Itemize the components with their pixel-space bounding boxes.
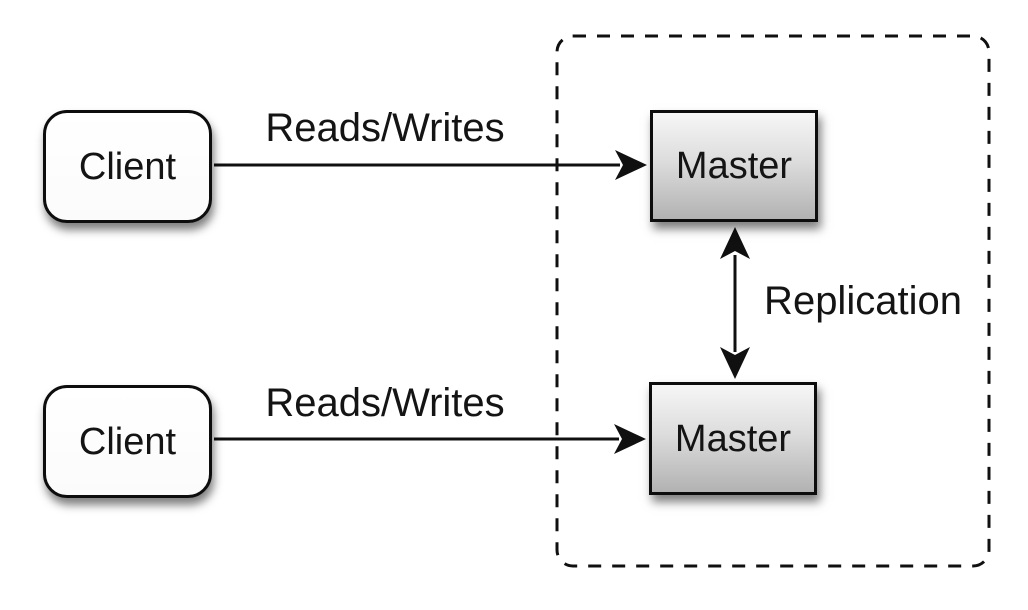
- node-client-bottom: Client: [43, 385, 212, 498]
- node-master-top-label: Master: [675, 145, 793, 187]
- arrowhead-up-icon: [720, 227, 750, 259]
- node-client-bottom-label: Client: [78, 420, 177, 463]
- arrowhead-right-icon: [614, 424, 646, 454]
- node-client-top: Client: [43, 110, 212, 223]
- arrowhead-right-icon: [615, 150, 647, 180]
- reads-writes-arrow-bottom: [214, 424, 646, 454]
- edge-label-reads-writes-bottom: Reads/Writes: [265, 381, 505, 425]
- node-master-bottom: Master: [649, 382, 817, 495]
- edge-label-reads-writes-top: Reads/Writes: [265, 106, 505, 150]
- node-master-bottom-label: Master: [674, 417, 792, 460]
- node-master-top: Master: [650, 110, 818, 222]
- replication-arrow: [720, 227, 750, 379]
- arrowhead-down-icon: [720, 347, 750, 379]
- replication-group-dashed-border: [555, 34, 991, 568]
- edge-label-replication: Replication: [764, 279, 962, 323]
- node-client-top-label: Client: [78, 145, 177, 188]
- reads-writes-arrow-top: [214, 150, 647, 180]
